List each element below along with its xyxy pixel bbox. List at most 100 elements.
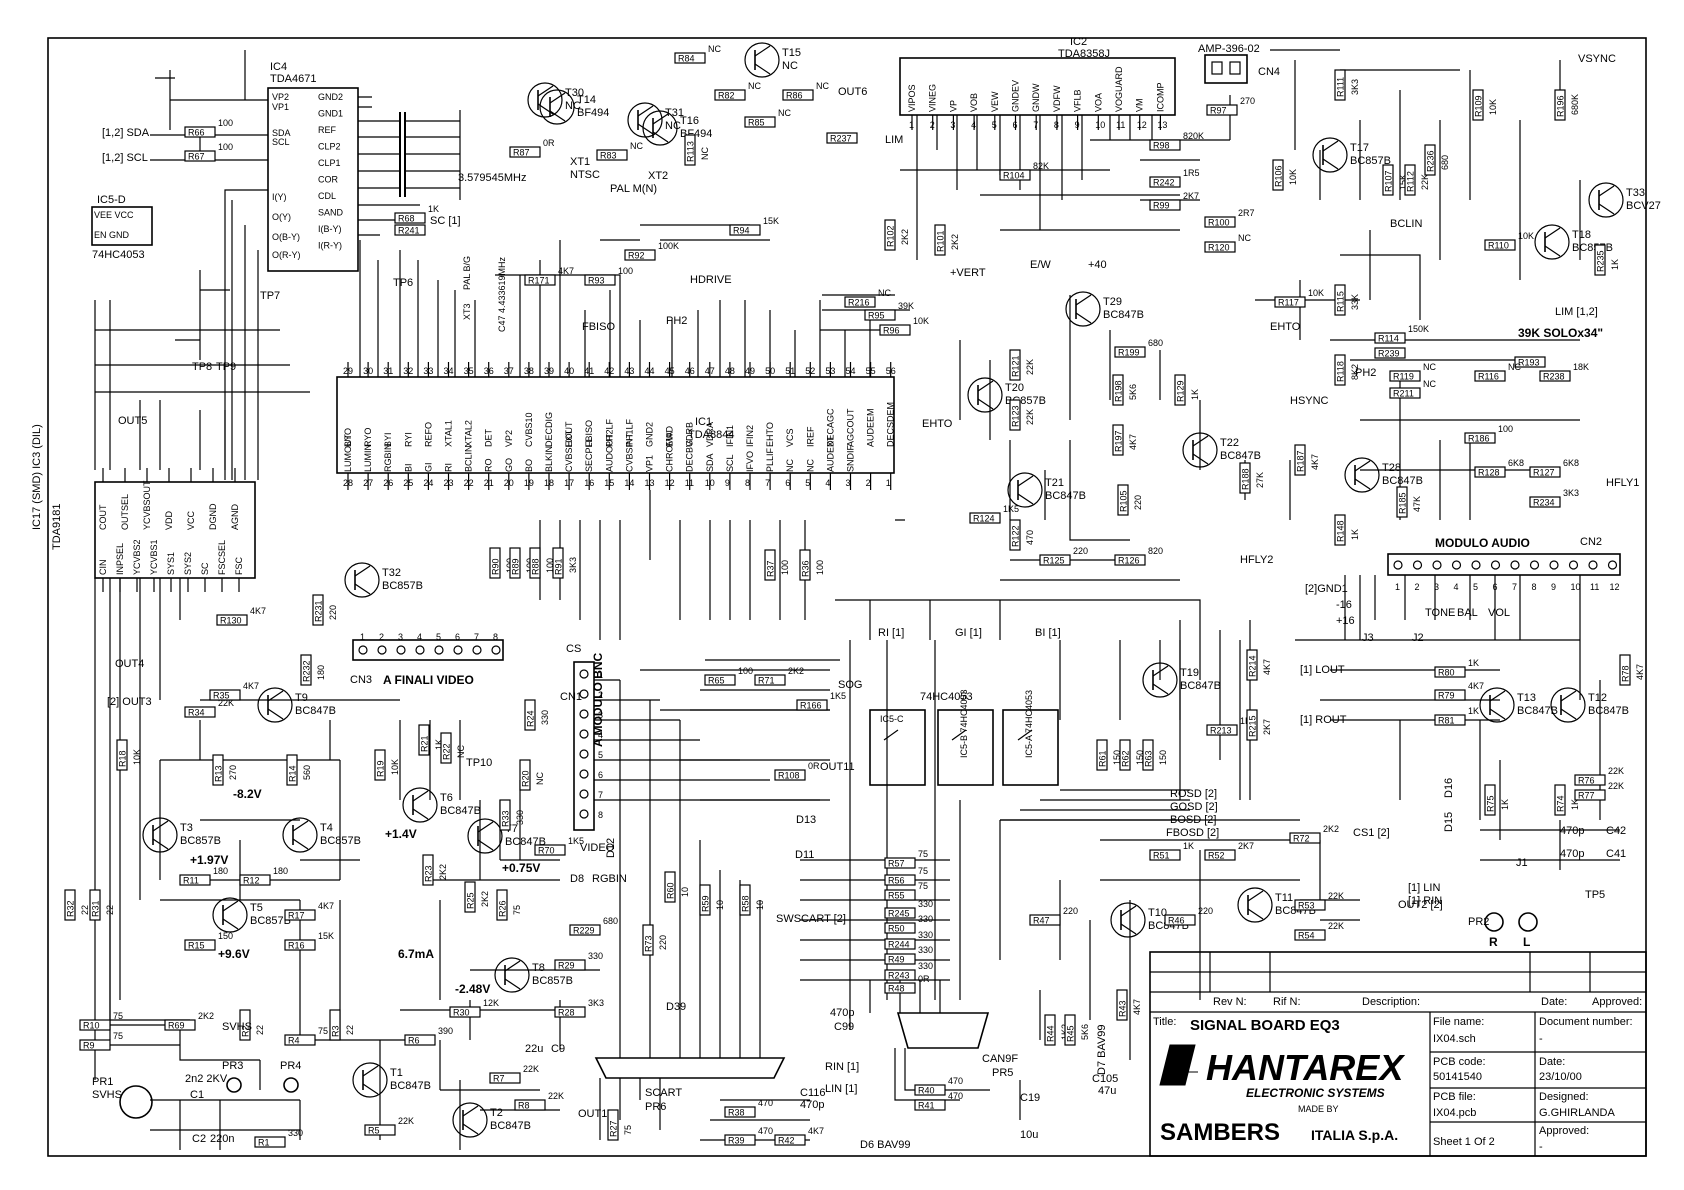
resistor-value: 1K xyxy=(1190,389,1200,400)
resistor-value: 2K7 xyxy=(1183,191,1199,201)
c19-label: C19 xyxy=(1020,1092,1040,1104)
resistor-ref: R36 xyxy=(801,560,811,577)
cn1-pin xyxy=(579,709,589,719)
resistor-value: 220 xyxy=(1063,906,1078,916)
transistor-collector xyxy=(637,105,654,117)
ic1-pin-number: 31 xyxy=(383,366,393,376)
ic1-pin-number: 27 xyxy=(363,478,373,488)
resistor-value: 470 xyxy=(948,1091,963,1101)
transistor-ref: T30 xyxy=(565,87,584,99)
resistor-value: 180 xyxy=(273,866,288,876)
sheet-number: Sheet 1 Of 2 xyxy=(1433,1136,1495,1148)
transistor-ref: T33 xyxy=(1626,187,1645,199)
ic1-pin-number: 36 xyxy=(484,366,494,376)
ic4-ref: IC4 xyxy=(270,61,287,73)
ic3-body xyxy=(94,481,256,579)
resistor-ref: R171 xyxy=(528,276,550,286)
title-label: Title: xyxy=(1153,1016,1176,1028)
cn1-pin-number: 2 xyxy=(598,690,603,700)
ic1-pin-name: BLKIN xyxy=(544,446,554,472)
ic1-pin-number: 1 xyxy=(886,478,891,488)
resistor-ref: R115 xyxy=(1336,291,1346,312)
resistor-value: 330 xyxy=(918,945,933,955)
resistor-ref: R90 xyxy=(491,558,501,575)
out3-label: [2] OUT3 xyxy=(107,696,152,708)
ic2-pin-name: VDFW xyxy=(1052,85,1062,112)
resistor-value: NC xyxy=(535,772,545,785)
resistor-value: 4K7 xyxy=(243,681,259,691)
ic1-pin-name: FBISO xyxy=(584,420,594,447)
lim12-label: LIM [1,2] xyxy=(1555,306,1598,318)
resistor-ref: R166 xyxy=(800,701,822,711)
ic1-pin-number: 5 xyxy=(805,478,810,488)
resistor-value: 150 xyxy=(1158,750,1168,765)
ic4-pin-name: CLP2 xyxy=(318,142,341,152)
cn1-pin xyxy=(579,749,589,759)
resistor-value: 47K xyxy=(1412,496,1422,512)
transistor-body xyxy=(402,787,438,823)
resistor-body xyxy=(1334,69,1346,101)
transistor-ref: T5 xyxy=(250,902,263,914)
out4-label: OUT4 xyxy=(115,658,144,670)
resistor-value: 560 xyxy=(302,765,312,780)
ehto-label: EHTO xyxy=(1270,321,1301,333)
resistor-ref: R119 xyxy=(1393,372,1414,382)
resistor-body xyxy=(744,116,776,128)
cn4-body xyxy=(1204,54,1248,84)
resistor-ref: R23 xyxy=(424,865,434,882)
tp7-label: TP7 xyxy=(260,290,280,302)
transistor-emitter xyxy=(222,918,239,930)
ic1-pin-name: RYI xyxy=(403,432,413,447)
gosd-label: GOSD [2] xyxy=(1170,801,1218,813)
can9f-label: CAN9F xyxy=(982,1053,1018,1065)
resistor-value: 1K5 xyxy=(1003,504,1019,514)
c9-value: 22u xyxy=(525,1043,543,1055)
ic1-pin-name: DECSDEM xyxy=(886,402,896,447)
sog-label: SOG xyxy=(838,679,862,691)
cn2-pin-number: 5 xyxy=(1473,582,1478,592)
ic1-pin-name: BI xyxy=(403,463,413,472)
ic1-pin-name: REFO xyxy=(423,422,433,447)
ic4-pin-name: O(B-Y) xyxy=(272,232,300,242)
ic4-pin-name: SDA xyxy=(272,128,291,138)
cn1-pin-number: 1 xyxy=(598,670,603,680)
ic2-pin-number: 7 xyxy=(1033,120,1038,130)
resistor-body xyxy=(1514,356,1546,368)
resistor-value: 22K xyxy=(1025,359,1035,375)
ic3-pin-name: YCVBS2 xyxy=(132,539,142,575)
resistor-value: 2K2 xyxy=(198,1011,214,1021)
resistor-ref: R25 xyxy=(466,892,476,909)
ic1-pin-number: 51 xyxy=(785,366,795,376)
ic1-pin-name: DECBG xyxy=(685,440,695,472)
resistor-body xyxy=(969,512,1001,524)
resistor-body xyxy=(774,1134,806,1146)
resistor-ref: R245 xyxy=(888,909,910,919)
resistor-ref: R126 xyxy=(1118,556,1140,566)
resistor-body xyxy=(1294,899,1326,911)
resistor-ref: R88 xyxy=(531,558,541,575)
resistor-body xyxy=(1472,89,1484,121)
resistor-ref: R79 xyxy=(1438,691,1455,701)
resistor-value: 1K xyxy=(428,204,439,214)
resistor-ref: R17 xyxy=(288,911,305,921)
transistor-collector xyxy=(362,1065,379,1077)
ic5d-ref: IC5-D xyxy=(97,194,126,206)
voltage-minus-8v2: -8.2V xyxy=(233,787,262,801)
ic2-pin-name: VOB xyxy=(969,93,979,112)
